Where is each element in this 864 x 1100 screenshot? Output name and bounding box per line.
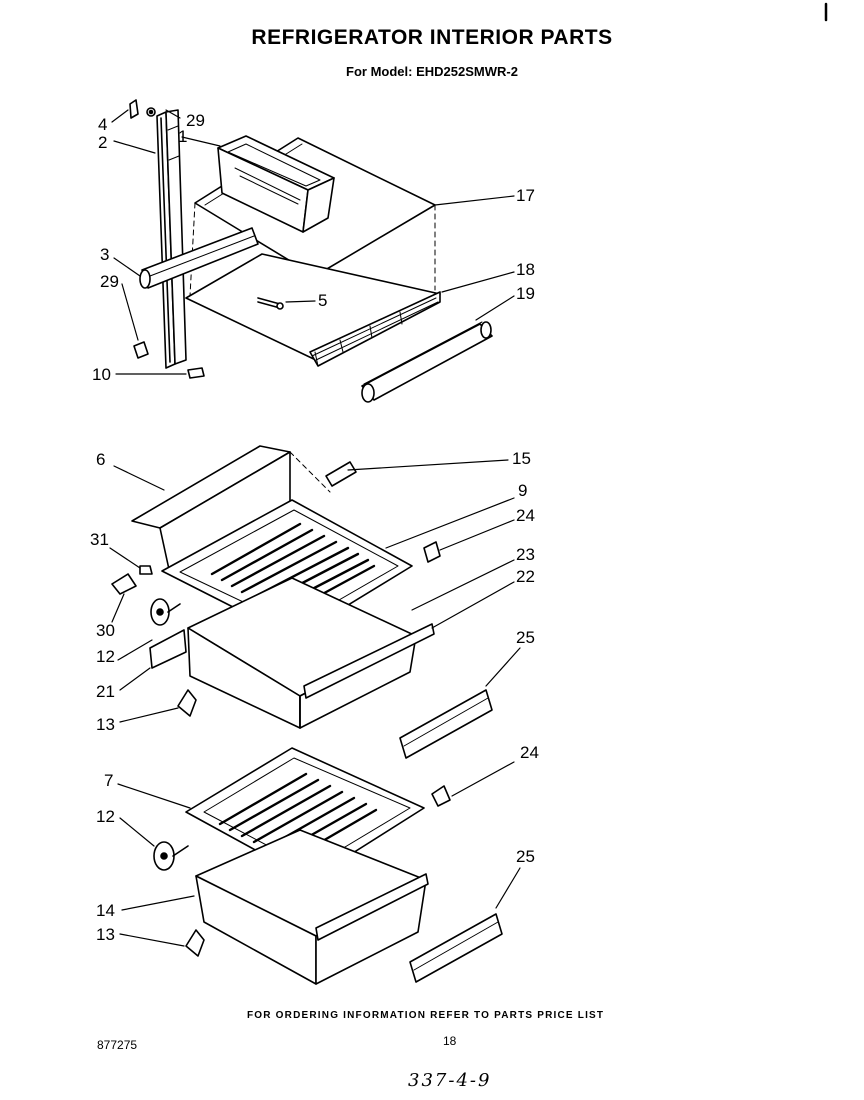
crisper-trim-25b [410, 914, 502, 982]
crisper-front-trim [304, 624, 434, 698]
shelf-rail [157, 110, 186, 368]
crisper-glide [178, 690, 196, 716]
callout-13-lower: 13 [96, 925, 115, 944]
model-subtitle: For Model: EHD252SMWR-2 [346, 64, 518, 79]
shelf-front-trim [140, 228, 258, 288]
callout-7: 7 [104, 771, 114, 790]
callout-25-lower: 25 [516, 847, 535, 866]
callout-6: 6 [96, 450, 106, 469]
callout-21: 21 [96, 682, 115, 701]
middle-leader-lines [110, 460, 520, 722]
callout-9: 9 [518, 481, 528, 500]
callout-15: 15 [512, 449, 531, 468]
ordering-info-note: FOR ORDERING INFORMATION REFER TO PARTS … [247, 1010, 605, 1021]
rail-bottom-screw [188, 368, 204, 378]
callout-5: 5 [318, 291, 328, 310]
callout-19: 19 [516, 284, 535, 303]
lower-crisper-glide [186, 930, 204, 956]
cover-screw [140, 566, 152, 574]
callout-14: 14 [96, 901, 115, 920]
humidity-control [424, 542, 440, 562]
crisper-roller [151, 599, 180, 625]
rail-top-clip [130, 100, 138, 118]
document-number: 877275 [97, 1038, 138, 1052]
callout-24-upper: 24 [516, 506, 535, 525]
page-title: REFRIGERATOR INTERIOR PARTS [251, 26, 613, 49]
callout-2: 2 [98, 133, 108, 152]
rail-screw [147, 108, 155, 116]
callout-30: 30 [96, 621, 115, 640]
callout-31: 31 [90, 530, 109, 549]
crisper-trim-25a [400, 690, 492, 758]
callout-29-top: 29 [186, 111, 205, 130]
callout-22: 22 [516, 567, 535, 586]
top-shelf-assembly [112, 100, 514, 402]
lower-crisper-roller [154, 842, 188, 870]
callout-18: 18 [516, 260, 535, 279]
cover-cam [112, 574, 136, 594]
callout-1: 1 [178, 127, 188, 146]
callout-17: 17 [516, 186, 535, 205]
page-number: 18 [443, 1034, 457, 1048]
rear-trim-roll [362, 322, 492, 402]
callout-13-upper: 13 [96, 715, 115, 734]
crisper-pan-upper [188, 578, 434, 728]
rail-bottom-clip [134, 342, 148, 358]
callout-12-lower: 12 [96, 807, 115, 826]
callout-23: 23 [516, 545, 535, 564]
callout-25-upper: 25 [516, 628, 535, 647]
crisper-slide-rail [150, 630, 186, 668]
handwritten-note: 337-4-9 [408, 1070, 492, 1091]
callout-12-upper: 12 [96, 647, 115, 666]
callout-4: 4 [98, 115, 108, 134]
crisper-cover-shelf [162, 500, 412, 638]
lower-crisper-pan [196, 830, 428, 984]
crisper-cover-support [132, 446, 330, 574]
shelf-frame [186, 254, 440, 366]
lower-humidity-control [432, 786, 450, 806]
middle-crisper-assembly [110, 446, 520, 758]
dairy-bin [218, 136, 334, 232]
callout-10: 10 [92, 365, 111, 384]
callout-3: 3 [100, 245, 110, 264]
lower-crisper-cover [186, 748, 424, 880]
shelf-screw [258, 298, 283, 309]
lower-leader-lines [118, 762, 520, 946]
cover-screw-15 [326, 462, 356, 486]
callout-29-bottom: 29 [100, 272, 119, 291]
lower-crisper-assembly [118, 748, 520, 984]
top-leader-lines [112, 110, 514, 374]
callout-24-lower: 24 [520, 743, 539, 762]
